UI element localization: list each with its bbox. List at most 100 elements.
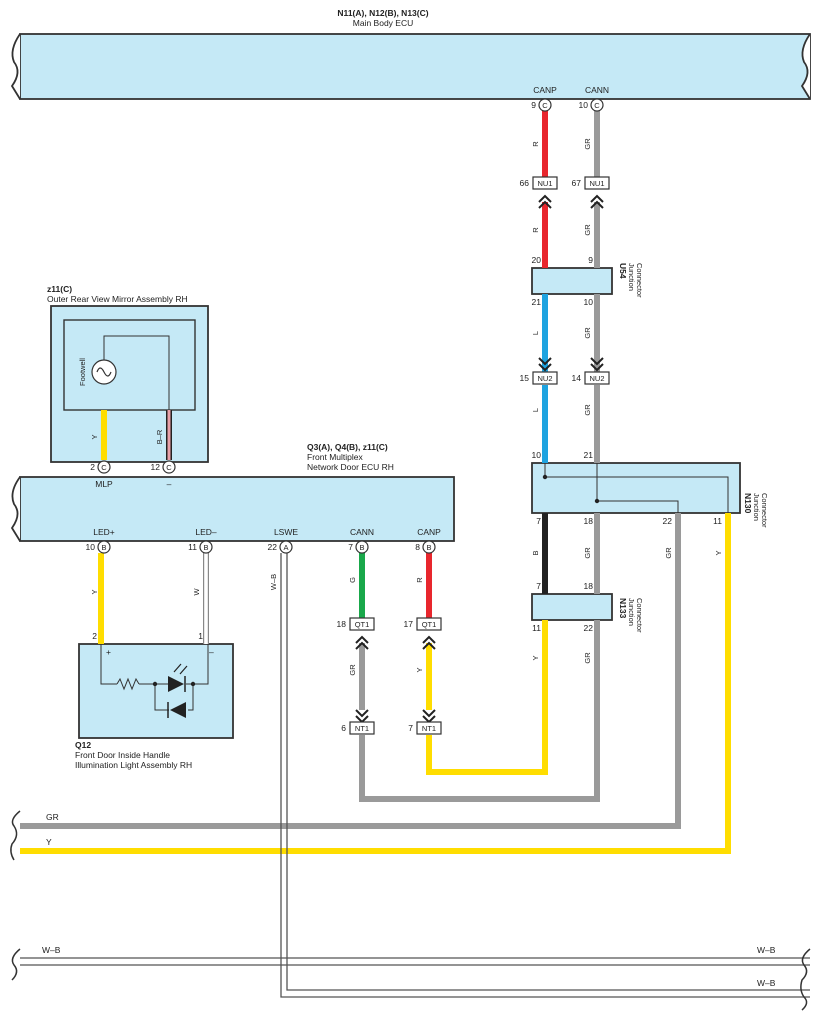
n130-pin-bottom-4: 11: [713, 516, 722, 526]
light-code: Q12: [75, 740, 91, 750]
n133-name-2: Connector: [635, 598, 644, 633]
u54-pin-bottom-left: 21: [532, 297, 542, 307]
n130-name-1: Junction: [752, 493, 761, 521]
n133-pin-top-2: 18: [584, 581, 594, 591]
chevron-connector-icons: [355, 194, 604, 724]
wire-label: Y: [90, 589, 99, 594]
wire-label: GR: [583, 652, 592, 664]
wire-label: GR: [664, 547, 673, 559]
door-ecu-break-left: [10, 476, 21, 542]
n133-pin-top-1: 7: [536, 581, 541, 591]
wire-label: GR: [583, 404, 592, 416]
door-ecu-box: [19, 476, 455, 542]
main-body-ecu-box: [19, 33, 811, 100]
door-pin-12-circle: [162, 460, 176, 474]
wire-label: Y: [531, 655, 540, 660]
mirror-internal-wire: [103, 335, 170, 414]
mirror-name: Outer Rear View Mirror Assembly RH: [47, 294, 188, 304]
n133-pin-bottom-1: 11: [532, 623, 541, 633]
nu1-left-label: NU1: [537, 179, 552, 188]
wb-bus-upper: [20, 957, 810, 966]
door-pin-ledplus-signal: LED+: [93, 527, 115, 537]
door-pin-12-conn: C: [166, 463, 172, 472]
qt1-left-label: QT1: [355, 620, 370, 629]
wire-label: Y: [90, 434, 99, 439]
door-pin-lswe-signal: LSWE: [274, 527, 298, 537]
wire-label: R: [415, 577, 424, 583]
wire-label: B: [531, 550, 540, 555]
nu1-right-label: NU1: [589, 179, 604, 188]
nu2-left-pin: 15: [520, 373, 530, 383]
wire-label: G: [348, 577, 357, 583]
nu2-right-pin: 14: [572, 373, 582, 383]
light-minus-mark: –: [209, 647, 214, 657]
u54-pin-top-right: 9: [588, 255, 593, 265]
nu2-right-tag: [584, 371, 610, 385]
door-pin-cann-signal: CANN: [350, 527, 374, 537]
led-emission-icon: [173, 663, 188, 675]
qt1-right-label: QT1: [422, 620, 437, 629]
n130-junction-box: [531, 462, 741, 514]
door-pin-cann-num: 7: [348, 542, 353, 552]
light-internal-wire-left: [100, 644, 117, 685]
light-pin-minus: 1: [198, 631, 203, 641]
door-pin-ledminus-signal: LED–: [195, 527, 217, 537]
wire-label: B–R: [155, 429, 164, 444]
main-pin-canp-conn: C: [542, 101, 548, 110]
wire-gray-bus: [20, 513, 681, 829]
led-diode-icon: [168, 676, 184, 692]
mirror-inner-box: [63, 319, 196, 411]
u54-pin-top-left: 20: [532, 255, 542, 265]
wire-yellow-canp-loop: [426, 620, 548, 775]
wire-lswe-wb: [280, 553, 810, 998]
n133-code: N133: [618, 598, 628, 619]
door-pin-mlp-signal: MLP: [95, 479, 113, 489]
wire-label: R: [531, 141, 540, 147]
u54-name-1: Junction: [627, 263, 636, 291]
n133-name-1: Junction: [627, 598, 636, 626]
zener-diode-icon: [170, 702, 186, 718]
door-pin-lswe-circle: [279, 540, 293, 554]
door-pin-canp-signal: CANP: [417, 527, 441, 537]
wb-right-label-1: W–B: [757, 945, 776, 955]
door-pin-cann-conn: B: [359, 543, 364, 552]
bus-gr-label: GR: [46, 812, 59, 822]
nt1-right-pin: 7: [408, 723, 413, 733]
nt1-left-label: NT1: [355, 724, 369, 733]
nu2-left-label: NU2: [537, 374, 552, 383]
door-pin-canp-conn: B: [426, 543, 431, 552]
door-pin-12-num: 12: [151, 462, 161, 472]
door-pin-lswe-conn: A: [283, 543, 288, 552]
main-ecu-break-left: [10, 33, 21, 100]
n130-pin-top-2: 21: [584, 450, 594, 460]
nt1-right-label: NT1: [422, 724, 436, 733]
main-pin-canp-circle: [538, 98, 552, 112]
n133-pin-bottom-2: 22: [584, 623, 594, 633]
n130-internal-bus-a: [544, 463, 729, 513]
u54-pin-bottom-right: 10: [584, 297, 594, 307]
wire-label: Y: [415, 667, 424, 672]
main-pin-cann-circle: [590, 98, 604, 112]
n130-pin-bottom-1: 7: [536, 516, 541, 526]
node-dot: [152, 681, 158, 687]
node-dot: [190, 681, 196, 687]
n133-junction-box: [531, 593, 613, 621]
door-pin-ledplus-circle: [97, 540, 111, 554]
main-ecu-name: Main Body ECU: [353, 18, 413, 28]
qt1-right-pin: 17: [404, 619, 414, 629]
wire-label: R: [531, 227, 540, 233]
door-pin-mlp-num: 2: [90, 462, 95, 472]
wire-label: Y: [714, 550, 723, 555]
wire-yellow-bus: [20, 513, 731, 854]
nt1-left-pin: 6: [341, 723, 346, 733]
zener-branch-wire: [154, 684, 194, 711]
door-pin-canp-circle: [422, 540, 436, 554]
resistor-icon: [116, 677, 140, 691]
wire-label: L: [531, 331, 540, 335]
door-pin-ledplus-conn: B: [101, 543, 106, 552]
door-pin-ledminus-conn: B: [203, 543, 208, 552]
n130-pin-bottom-2: 18: [584, 516, 594, 526]
n130-node: [542, 474, 548, 480]
nu1-left-pin: 66: [520, 178, 530, 188]
door-pin-12-signal: –: [167, 479, 172, 489]
